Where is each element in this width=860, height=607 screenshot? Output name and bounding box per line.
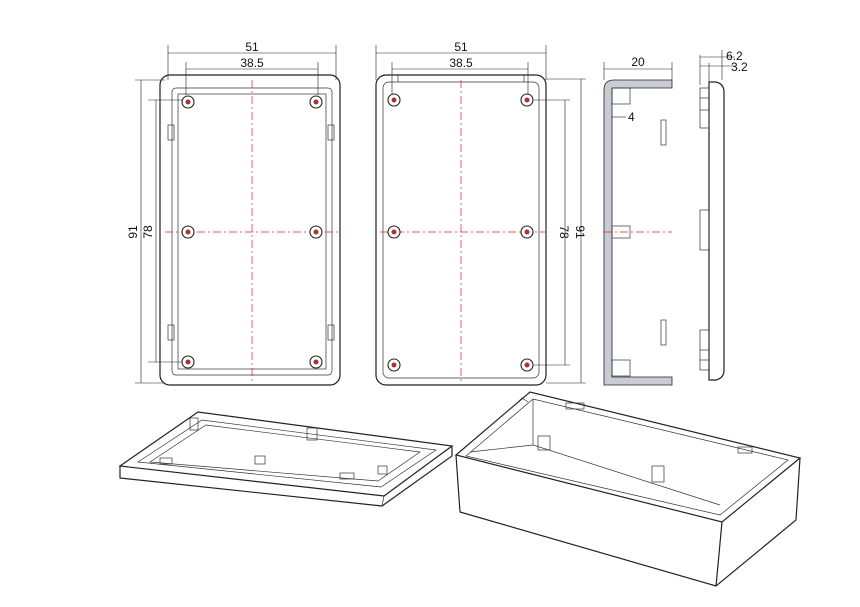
- mount-holes: [387, 93, 534, 372]
- front-view: 51 38.5 91 78: [126, 40, 341, 386]
- back-view: 51 38.5 78 91: [375, 40, 587, 386]
- section-view: 20 4: [603, 55, 673, 386]
- dim-width-outer: 51: [454, 40, 468, 54]
- dim-height-holes: 78: [141, 225, 155, 239]
- lid-side-view: 6.2 3.2: [699, 49, 748, 381]
- dim-wall: 4: [628, 110, 635, 124]
- dim-height-holes: 78: [557, 225, 571, 239]
- dim-lid-height: 6.2: [726, 49, 743, 63]
- dim-lip-height: 3.2: [731, 60, 748, 74]
- mount-holes: [181, 95, 323, 369]
- dim-height-outer: 91: [126, 225, 140, 239]
- dim-width-outer: 51: [245, 40, 259, 54]
- dim-depth: 20: [631, 55, 645, 69]
- isometric-box: [454, 391, 802, 587]
- isometric-lid: [118, 411, 454, 507]
- dim-height-outer: 91: [573, 225, 587, 239]
- dim-width-holes: 38.5: [449, 56, 473, 70]
- dim-width-holes: 38.5: [240, 56, 264, 70]
